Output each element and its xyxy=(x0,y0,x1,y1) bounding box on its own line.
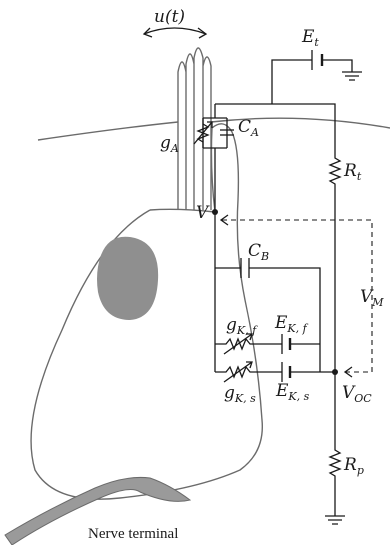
cb-branch xyxy=(215,267,321,372)
cell-body-outline xyxy=(30,123,264,500)
et-ground-icon xyxy=(342,71,362,81)
displacement-arrowhead-left xyxy=(142,27,153,38)
label-u-t: u(t) xyxy=(154,7,185,27)
label-rp: Rp xyxy=(343,455,364,477)
vm-arrowhead-top xyxy=(219,214,229,226)
gkf-branch xyxy=(215,337,320,351)
label-voc: VOC xyxy=(342,383,372,405)
nerve-terminal-shape xyxy=(4,477,192,545)
label-vm: VM xyxy=(360,287,384,309)
displacement-arrowhead-right xyxy=(197,27,208,39)
label-v: V xyxy=(196,203,210,223)
rp-resistor xyxy=(328,372,342,516)
gkf-variable-arrow xyxy=(223,333,253,355)
vm-arrowhead-bottom xyxy=(343,366,353,378)
apical-surface xyxy=(37,117,390,141)
nucleus xyxy=(97,236,159,320)
label-ekf: EK, f xyxy=(274,313,309,335)
label-ca: CA xyxy=(238,117,259,139)
top-rail xyxy=(215,103,336,150)
vm-dashed-line xyxy=(222,219,373,373)
labels: u(t) Et CA gA Rt V CB VM gK, f EK, f gK,… xyxy=(88,7,384,542)
label-gks: gK, s xyxy=(224,383,256,405)
label-ga: gA xyxy=(160,133,179,155)
bottom-ground-icon xyxy=(325,515,345,525)
et-wire xyxy=(271,59,353,104)
label-eks: EK, s xyxy=(275,381,310,403)
equivalent-circuit xyxy=(142,27,373,525)
ga-variable-arrow xyxy=(193,121,213,145)
label-nerve-terminal: Nerve terminal xyxy=(88,526,178,542)
cuticular-plate xyxy=(149,208,216,213)
gks-variable-arrow xyxy=(223,361,253,383)
displacement-arrow xyxy=(143,27,207,35)
gks-branch xyxy=(215,365,335,379)
rt-resistor xyxy=(328,150,342,370)
label-et: Et xyxy=(301,27,319,49)
label-cb: CB xyxy=(248,241,269,263)
label-gkf: gK, f xyxy=(226,315,258,337)
hair-cell xyxy=(4,47,390,545)
label-rt: Rt xyxy=(343,161,362,183)
stereocilia-bundle xyxy=(177,47,212,210)
